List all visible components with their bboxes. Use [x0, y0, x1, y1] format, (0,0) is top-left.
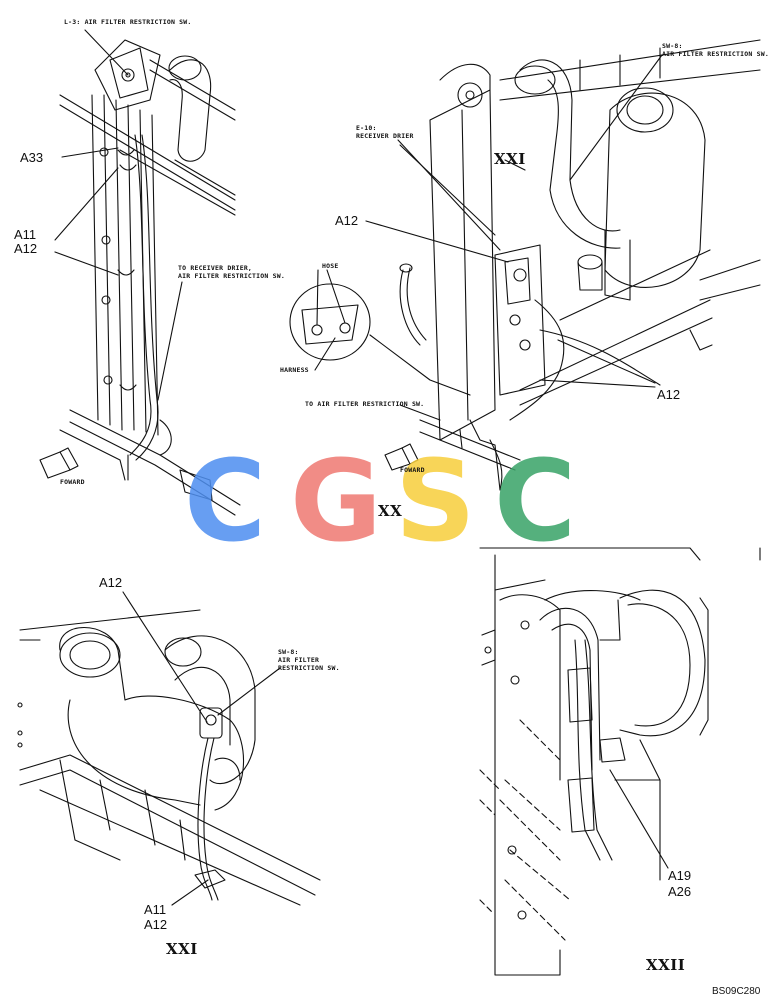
- view-marker-xxi: XXI: [494, 150, 526, 168]
- watermark-letter-g: G: [290, 437, 382, 567]
- label-sw8-top: SW-8:: [662, 42, 683, 50]
- view-title-xxii: XXII: [646, 956, 686, 974]
- label-harness: HARNESS: [280, 366, 309, 374]
- label-hose: HOSE: [322, 262, 339, 270]
- label-receiver-drier: RECEIVER DRIER: [356, 132, 414, 140]
- watermark-letter-s: S: [395, 437, 476, 567]
- view-title-xxi: XXI: [166, 940, 198, 958]
- label-a12-left: A12: [14, 241, 38, 256]
- label-a12-right: A12: [657, 387, 681, 402]
- label-a11-xxi: A11: [144, 902, 167, 917]
- label-foward-left: FOWARD: [60, 478, 85, 486]
- label-to-air-filter: TO AIR FILTER RESTRICTION SW.: [305, 400, 425, 408]
- top-left-view: [39, 29, 241, 516]
- label-sw8-xxi: SW-8:: [278, 648, 299, 656]
- label-sw8-top-desc: AIR FILTER RESTRICTION SW.: [662, 50, 769, 58]
- label-a26: A26: [668, 884, 692, 899]
- xxi-view: [17, 591, 321, 906]
- label-a11: A11: [14, 227, 37, 242]
- watermark-letter-c: C: [184, 437, 267, 567]
- xxii-view: [479, 547, 761, 976]
- view-title-xx: XX: [378, 502, 403, 520]
- label-to-receiver-1: TO RECEIVER DRIER,: [178, 264, 253, 272]
- label-l3-switch: L-3: AIR FILTER RESTRICTION SW.: [64, 18, 192, 26]
- label-foward-right: FOWARD: [400, 466, 425, 474]
- label-sw8-xxi-restriction: RESTRICTION SW.: [278, 664, 340, 672]
- label-a33: A33: [20, 150, 44, 165]
- label-a12-xxi-bottom: A12: [144, 917, 168, 932]
- label-e10: E-10:: [356, 124, 377, 132]
- top-right-view: [289, 39, 761, 491]
- label-a12-mid: A12: [335, 213, 359, 228]
- watermark-letter-c2: C: [494, 437, 577, 567]
- label-a19: A19: [668, 868, 692, 883]
- label-a12-xxi: A12: [99, 575, 123, 590]
- drawing-code: BS09C280: [712, 986, 761, 997]
- label-to-receiver-2: AIR FILTER RESTRICTION SW.: [178, 272, 285, 280]
- label-sw8-xxi-air-filter: AIR FILTER: [278, 656, 320, 664]
